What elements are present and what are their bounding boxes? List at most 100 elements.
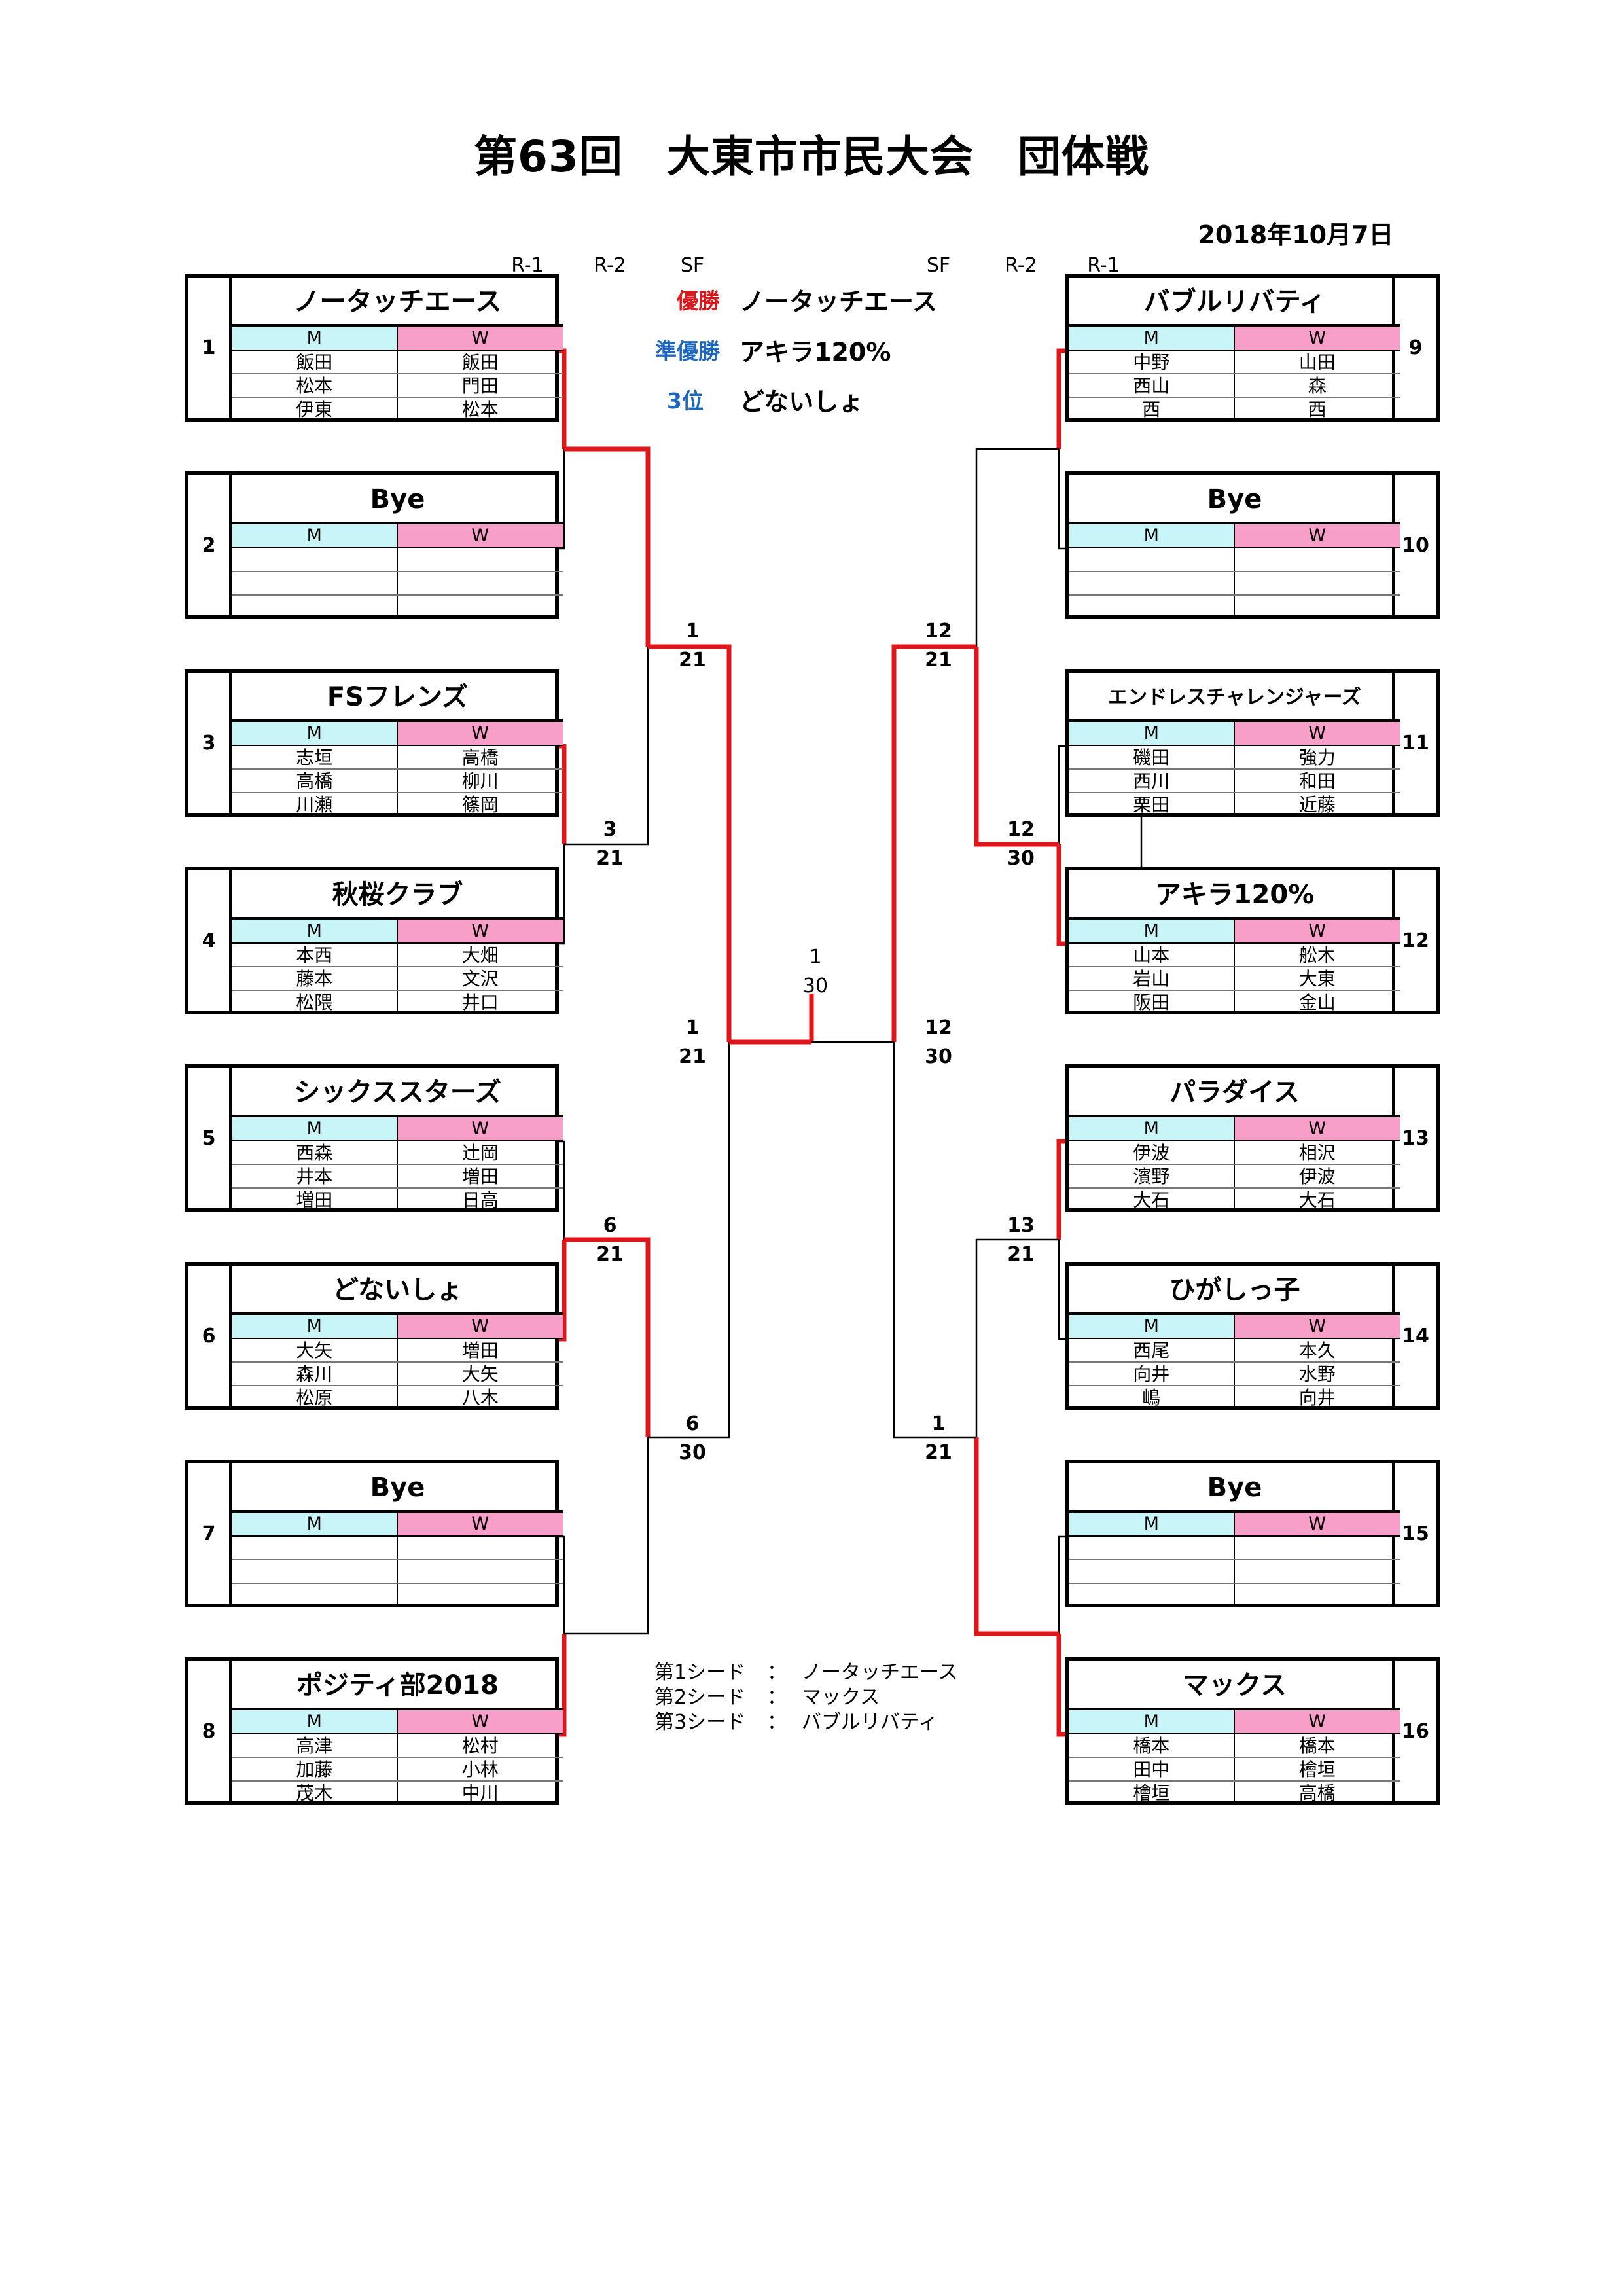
player-row	[1069, 596, 1400, 619]
men-player: 増田	[232, 1189, 398, 1212]
men-player: 井本	[232, 1165, 398, 1187]
team-name: FSフレンズ	[232, 673, 563, 722]
seed-label-1: 第1シード	[654, 1661, 746, 1684]
women-player: 水野	[1298, 1363, 1336, 1385]
player-row: 嶋 向井	[1069, 1386, 1400, 1410]
men-player: 西	[1069, 398, 1235, 422]
bracket-line	[559, 844, 565, 945]
men-player	[1069, 548, 1235, 571]
bracket-line	[975, 448, 1059, 647]
seed-sep-3: ：	[767, 1711, 787, 1734]
player-row: 西尾本久	[1069, 1339, 1400, 1363]
men-player	[1069, 572, 1235, 594]
women-header: W	[397, 1710, 563, 1733]
player-row: 山本舩木	[1069, 944, 1400, 967]
match-score: 30	[679, 1441, 706, 1464]
men-player: 嶋	[1069, 1386, 1235, 1410]
women-header: W	[1234, 1710, 1400, 1733]
match-score: 21	[596, 847, 624, 870]
winning-path-line	[559, 348, 567, 449]
player-row: 高橋柳川	[232, 770, 563, 793]
match-score: 21	[925, 649, 952, 672]
team-seed-number: 7	[188, 1463, 232, 1604]
match-score: 30	[802, 975, 829, 997]
player-row: 橋本橋本	[1069, 1734, 1400, 1758]
match-score: 30	[1007, 847, 1035, 870]
men-player: 大石	[1069, 1189, 1235, 1212]
men-player: 岩山	[1069, 967, 1235, 990]
men-player: 加藤	[232, 1758, 398, 1780]
women-header: W	[1234, 722, 1400, 745]
men-player: 栗田	[1069, 793, 1235, 817]
match-winner-seed: 1	[685, 620, 700, 643]
team-name: ノータッチエース	[232, 278, 563, 327]
team-name: シックススターズ	[232, 1068, 563, 1117]
men-player: 川瀬	[232, 793, 398, 817]
match-score: 21	[925, 1441, 952, 1464]
men-header: M	[232, 1315, 398, 1338]
winning-path-line	[559, 1240, 567, 1342]
winning-path-line	[1056, 844, 1065, 946]
men-player: 田中	[1069, 1758, 1235, 1780]
women-player: 和田	[1298, 770, 1336, 792]
men-header: M	[232, 1710, 398, 1733]
player-row: 岩山大東	[1069, 967, 1400, 991]
women-player: 辻岡	[461, 1142, 499, 1164]
player-row	[232, 596, 563, 619]
women-player: 檜垣	[1298, 1759, 1336, 1780]
bracket-line	[648, 1042, 730, 1439]
winning-path-line	[564, 446, 651, 647]
women-player: 柳川	[461, 770, 499, 792]
winning-path-line	[891, 644, 976, 1042]
women-player	[1235, 548, 1400, 571]
women-player: 増田	[461, 1340, 499, 1361]
bracket-line	[1058, 449, 1065, 550]
seed-name-2: マックス	[802, 1686, 880, 1709]
men-header: M	[1069, 524, 1235, 547]
team-name: パラダイス	[1069, 1068, 1400, 1117]
team-seed-number: 4	[188, 870, 232, 1011]
men-header: M	[232, 722, 398, 745]
men-header: M	[1069, 722, 1235, 745]
women-player	[398, 1584, 563, 1607]
men-player: 伊東	[232, 398, 398, 422]
men-header: M	[1069, 1315, 1235, 1338]
women-player	[1235, 572, 1400, 594]
women-player: 向井	[1298, 1387, 1336, 1408]
player-row: 中野山田	[1069, 351, 1400, 374]
men-player: 飯田	[232, 351, 398, 373]
women-player: 高橋	[1298, 1782, 1336, 1804]
men-player	[232, 596, 398, 619]
player-row	[232, 1560, 563, 1584]
player-row: 森川大矢	[232, 1363, 563, 1386]
women-header: W	[397, 1117, 563, 1140]
team-name: Bye	[232, 1463, 563, 1513]
round-label-left-r1: R-1	[511, 254, 544, 277]
men-header: M	[232, 920, 398, 942]
round-label-right-sf: SF	[926, 254, 951, 277]
women-header: W	[1234, 1315, 1400, 1338]
team-name: Bye	[1069, 475, 1400, 524]
women-player: 門田	[461, 375, 499, 397]
player-row: 松本門田	[232, 374, 563, 398]
bracket-line	[564, 1437, 649, 1635]
team-name: エンドレスチャレンジャーズ	[1069, 673, 1400, 722]
women-player: 松村	[461, 1735, 499, 1757]
team-seed-number: 5	[188, 1068, 232, 1208]
player-row: 本西大畑	[232, 944, 563, 967]
women-header: W	[1234, 1513, 1400, 1535]
